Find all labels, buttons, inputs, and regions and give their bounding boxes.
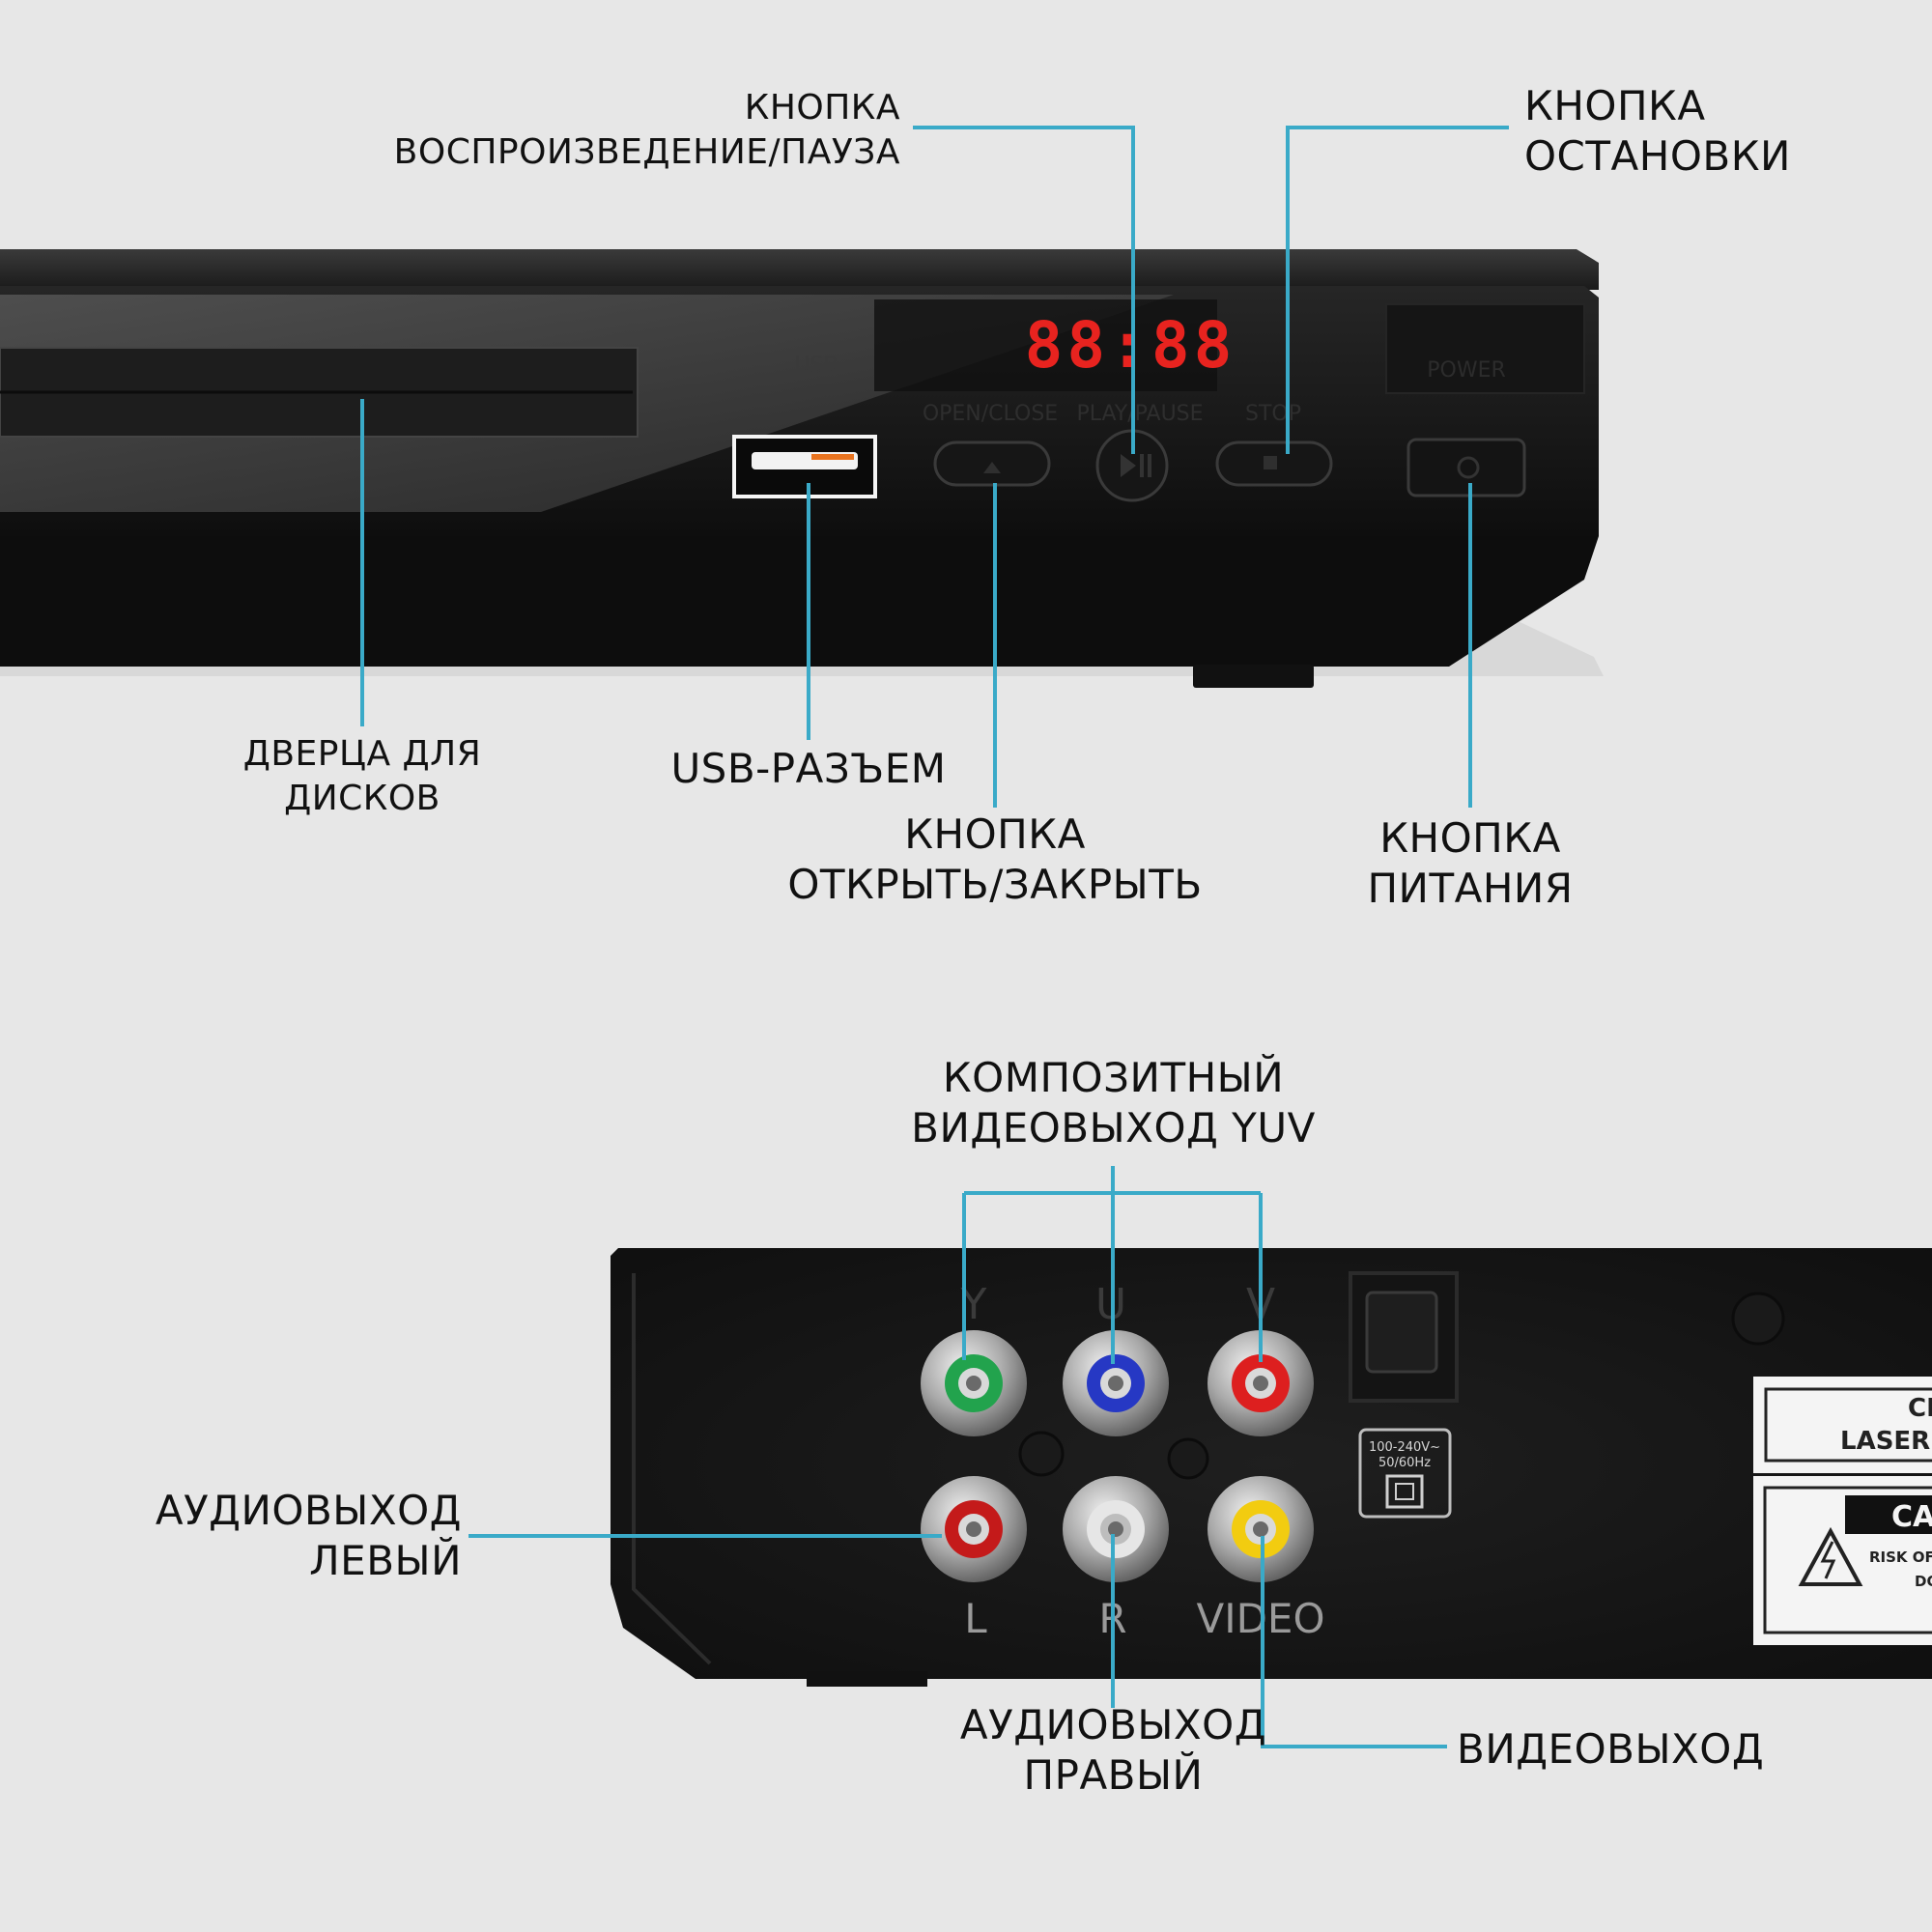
caution-label: CA RISK OF DO bbox=[1753, 1476, 1932, 1645]
optical-port[interactable] bbox=[1349, 1271, 1459, 1403]
callout-audio-left: АУДИОВЫХОД ЛЕВЫЙ bbox=[156, 1486, 462, 1586]
callout-stop-line1: КНОПКА bbox=[1524, 82, 1706, 129]
callout-audio-left-line2: ЛЕВЫЙ bbox=[309, 1537, 462, 1584]
callout-disc-door-line1: ДВЕРЦА ДЛЯ bbox=[242, 734, 482, 774]
callout-usb-line1: USB-РАЗЪЕМ bbox=[670, 745, 947, 792]
jack-video-yellow[interactable] bbox=[1208, 1476, 1314, 1582]
open-close-marking: OPEN/CLOSE bbox=[923, 402, 1058, 426]
jack-audio-left-red[interactable] bbox=[921, 1476, 1027, 1582]
rear-foot bbox=[807, 1671, 927, 1687]
led-display: 88:88 bbox=[1025, 308, 1236, 383]
power-button[interactable] bbox=[1406, 438, 1526, 497]
power-spec-label: 100-240V~ 50/60Hz bbox=[1358, 1428, 1452, 1519]
play-pause-icon bbox=[1121, 454, 1151, 477]
screw-hole bbox=[1167, 1437, 1209, 1480]
screw-hole bbox=[1018, 1431, 1065, 1477]
jack-v-red[interactable] bbox=[1208, 1330, 1314, 1436]
callout-power-line2: ПИТАНИЯ bbox=[1367, 865, 1574, 912]
callout-open-close-line1: КНОПКА bbox=[904, 810, 1086, 858]
callout-stop-line2: ОСТАНОВКИ bbox=[1524, 132, 1791, 180]
callout-audio-left-line1: АУДИОВЫХОД bbox=[155, 1487, 462, 1534]
jack-audio-right-white[interactable] bbox=[1063, 1476, 1169, 1582]
laser-label: CL LASER bbox=[1753, 1377, 1932, 1473]
power-icon bbox=[1457, 456, 1480, 479]
callout-play-pause-line2: ВОСПРОИЗВЕДЕНИЕ/ПАУЗА bbox=[393, 132, 900, 172]
callout-audio-right-line2: ПРАВЫЙ bbox=[1023, 1751, 1204, 1799]
stop-icon bbox=[1264, 456, 1277, 469]
caution-heading: CA bbox=[1891, 1500, 1932, 1534]
callout-component-line2: ВИДЕОВЫХОД YUV bbox=[911, 1104, 1316, 1151]
rear-panel-device: Y U V L R VIDEO bbox=[611, 1248, 1932, 1687]
callout-video: ВИДЕОВЫХОД bbox=[1457, 1724, 1764, 1775]
usb-marking: USB bbox=[794, 354, 838, 378]
leader-component bbox=[962, 1166, 1263, 1364]
device-bottom-plinth bbox=[0, 536, 1599, 667]
power-spec-voltage: 100-240V~ bbox=[1369, 1440, 1440, 1455]
caution-do-text: DO bbox=[1915, 1573, 1932, 1590]
leader-video bbox=[1261, 1536, 1447, 1748]
callout-disc-door: ДВЕРЦА ДЛЯ ДИСКОВ bbox=[217, 732, 507, 821]
callout-audio-right: АУДИОВЫХОД ПРАВЫЙ bbox=[927, 1700, 1299, 1801]
leader-play-pause bbox=[913, 126, 1135, 454]
callout-component: КОМПОЗИТНЫЙ ВИДЕОВЫХОД YUV bbox=[869, 1053, 1357, 1153]
callout-power-line1: КНОПКА bbox=[1379, 814, 1561, 862]
caution-risk-text: RISK OF bbox=[1869, 1548, 1932, 1566]
power-window bbox=[1385, 303, 1585, 394]
open-close-button[interactable] bbox=[933, 440, 1051, 487]
callout-video-line1: ВИДЕОВЫХОД bbox=[1457, 1725, 1765, 1773]
double-insulation-icon bbox=[1385, 1474, 1424, 1509]
jack-y-green[interactable] bbox=[921, 1330, 1027, 1436]
laser-label-class: CL bbox=[1908, 1394, 1932, 1423]
front-panel-device: 88:88 POWER USB OPEN/CLOSE PLAY/PAUSE ST… bbox=[0, 249, 1604, 688]
laser-label-text: LASER bbox=[1840, 1427, 1930, 1456]
device-top-face bbox=[0, 249, 1599, 290]
callout-open-close-line2: ОТКРЫТЬ/ЗАКРЫТЬ bbox=[787, 861, 1203, 908]
rear-edge-highlight bbox=[632, 1273, 712, 1665]
callout-disc-door-line2: ДИСКОВ bbox=[284, 779, 440, 818]
callout-audio-right-line1: АУДИОВЫХОД bbox=[959, 1701, 1267, 1748]
leader-stop bbox=[1286, 126, 1509, 454]
callout-play-pause-line1: КНОПКА bbox=[744, 88, 900, 128]
callout-usb: USB-РАЗЪЕМ bbox=[615, 744, 1002, 794]
jack-label-l: L bbox=[964, 1595, 987, 1642]
callout-open-close: КНОПКА ОТКРЫТЬ/ЗАКРЫТЬ bbox=[753, 810, 1236, 910]
power-marking: POWER bbox=[1427, 358, 1506, 383]
lightning-warning-icon bbox=[1798, 1526, 1863, 1586]
play-pause-marking: PLAY/PAUSE bbox=[1076, 402, 1203, 426]
stop-marking: STOP bbox=[1245, 402, 1301, 426]
callout-play-pause: КНОПКА ВОСПРОИЗВЕДЕНИЕ/ПАУЗА bbox=[394, 86, 900, 175]
eject-icon bbox=[983, 462, 1001, 473]
usb-port[interactable] bbox=[732, 435, 877, 498]
display-window bbox=[874, 299, 1217, 391]
callout-component-line1: КОМПОЗИТНЫЙ bbox=[942, 1054, 1285, 1101]
callout-power: КНОПКА ПИТАНИЯ bbox=[1325, 813, 1615, 914]
power-spec-frequency: 50/60Hz bbox=[1378, 1456, 1431, 1470]
jack-u-blue[interactable] bbox=[1063, 1330, 1169, 1436]
screw-hole bbox=[1731, 1292, 1785, 1346]
stop-button[interactable] bbox=[1215, 440, 1333, 487]
leader-lines bbox=[360, 126, 1509, 1748]
device-foot bbox=[1193, 665, 1314, 688]
callout-stop: КНОПКА ОСТАНОВКИ bbox=[1524, 81, 1791, 182]
